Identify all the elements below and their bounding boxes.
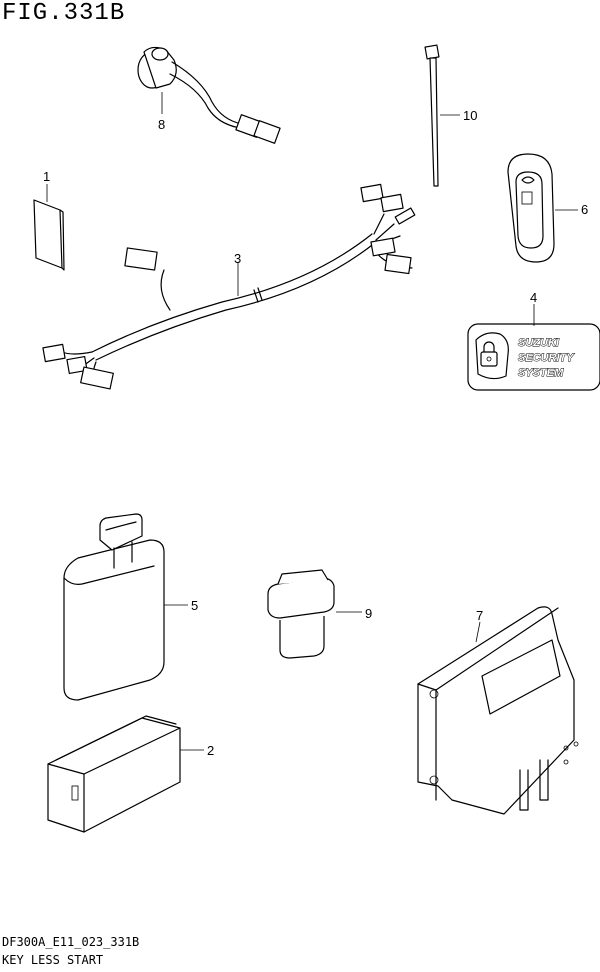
part-3-wiring-harness[interactable] bbox=[42, 183, 416, 390]
figure-title: FIG.331B bbox=[2, 0, 126, 27]
callout-9: 9 bbox=[365, 606, 372, 621]
part-8-sensor-lead[interactable] bbox=[137, 46, 281, 144]
figure-code: DF300A_E11_023_331B bbox=[2, 935, 140, 949]
callout-1: 1 bbox=[43, 169, 50, 184]
part-9-push-switch[interactable] bbox=[267, 569, 362, 659]
callout-5: 5 bbox=[191, 598, 198, 613]
part-10-cable-tie[interactable] bbox=[424, 44, 460, 187]
callout-4: 4 bbox=[530, 290, 537, 305]
part-1-label-card[interactable] bbox=[33, 184, 65, 271]
badge-line3: SYSTEM bbox=[518, 367, 564, 379]
callout-3: 3 bbox=[234, 251, 241, 266]
callout-10: 10 bbox=[463, 108, 477, 123]
callout-8: 8 bbox=[158, 117, 165, 132]
part-7-mounting-bracket[interactable] bbox=[417, 606, 579, 815]
callout-7: 7 bbox=[476, 608, 483, 623]
part-2-bracket-tray[interactable] bbox=[47, 715, 204, 833]
part-6-key-fob[interactable] bbox=[507, 153, 578, 263]
figure-name: KEY LESS START bbox=[2, 953, 104, 967]
callout-6: 6 bbox=[581, 202, 588, 217]
badge-line2: SECURITY bbox=[518, 352, 575, 364]
part-4-security-sticker[interactable]: SUZUKI SECURITY SYSTEM bbox=[467, 304, 600, 391]
part-5-controller-box[interactable] bbox=[63, 513, 188, 701]
badge-line1: SUZUKI bbox=[518, 337, 560, 349]
callout-2: 2 bbox=[207, 743, 214, 758]
